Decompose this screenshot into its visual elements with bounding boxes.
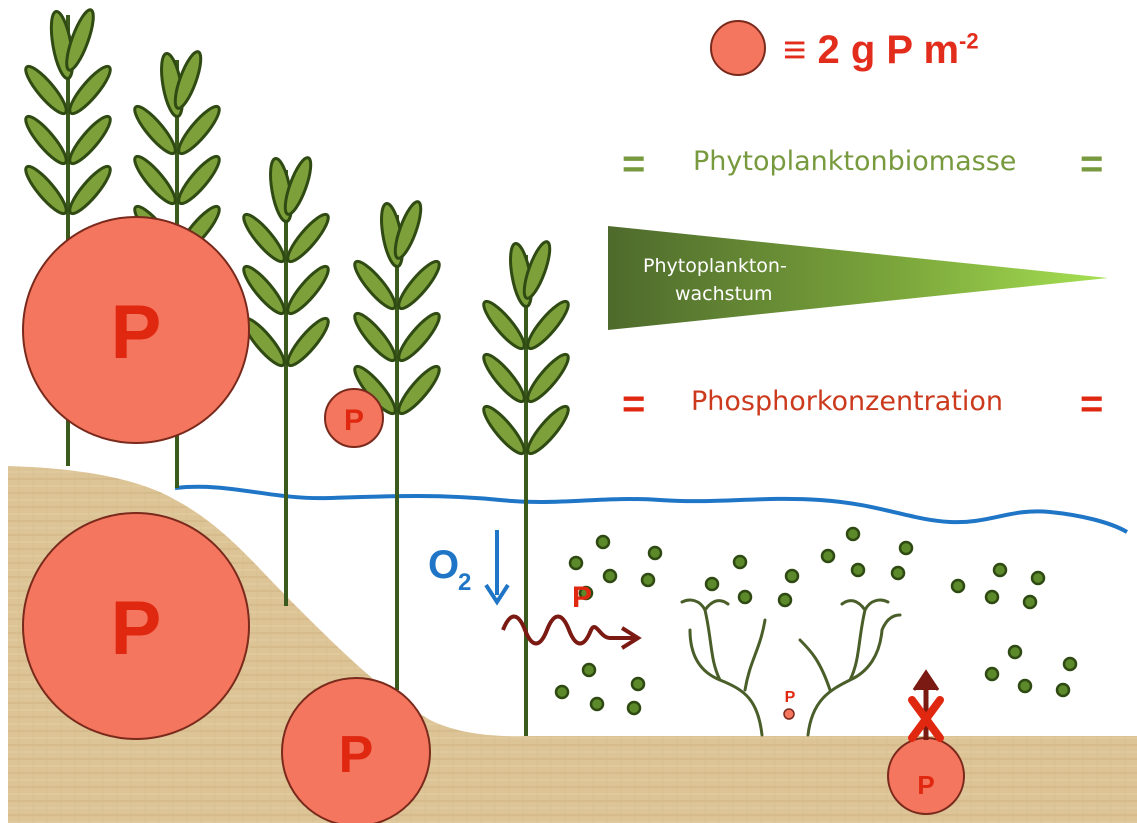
svg-text:O: O xyxy=(428,543,459,587)
legend-unit: g P m xyxy=(850,28,960,72)
phytoplankton-cells xyxy=(554,526,1078,716)
legend-value: 2 xyxy=(817,28,840,72)
algae-cell xyxy=(950,578,966,594)
x-cross-icon xyxy=(908,696,944,742)
algae-cell xyxy=(568,555,584,571)
algae-cell xyxy=(732,554,748,570)
biomass-right-sign: = xyxy=(1080,142,1104,186)
algae-cell xyxy=(626,700,642,716)
p-circle-bottom-right: P xyxy=(887,737,965,815)
algae-cell xyxy=(554,684,570,700)
phosphorus-right-sign: = xyxy=(1080,382,1104,426)
algae-cell xyxy=(595,534,611,550)
algae-cell xyxy=(640,572,656,588)
algae-cell xyxy=(1022,594,1038,610)
p-circle-large-sediment: P xyxy=(22,512,250,740)
svg-text:P: P xyxy=(785,689,796,706)
algae-cell xyxy=(850,562,866,578)
arrow-down-icon xyxy=(484,530,510,606)
algae-cell xyxy=(1055,682,1071,698)
algae-cell xyxy=(578,585,594,601)
oxygen-indicator: O 2 xyxy=(428,530,510,606)
submerged-plant xyxy=(680,598,902,737)
algae-cell xyxy=(1007,644,1023,660)
reed-plant xyxy=(477,240,575,736)
p-dot-tiny: P xyxy=(783,689,796,720)
growth-wedge xyxy=(608,226,1108,330)
algae-cell xyxy=(777,592,793,608)
svg-text:P: P xyxy=(111,586,162,671)
algae-cell xyxy=(1017,678,1033,694)
algae-cell xyxy=(992,562,1008,578)
algae-cell xyxy=(820,548,836,564)
algae-cell xyxy=(1062,656,1078,672)
algae-cell xyxy=(898,540,914,556)
reed-plant xyxy=(237,156,335,606)
svg-text:2: 2 xyxy=(458,569,471,596)
reed-plant xyxy=(128,50,226,488)
algae-cell xyxy=(630,676,646,692)
legend-scale-text: ≡ 2 g P m-2 xyxy=(783,28,979,73)
svg-text:P: P xyxy=(572,581,592,614)
legend-symbol: ≡ xyxy=(783,28,807,72)
growth-label: Phytoplankton- wachstum xyxy=(643,252,787,308)
phosphorus-label: Phosphorkonzentration xyxy=(691,386,1004,417)
phosphorus-left-sign: = xyxy=(622,382,646,426)
algae-cell xyxy=(784,568,800,584)
p-circle-small-water: P xyxy=(324,388,384,448)
legend-p-circle xyxy=(710,20,766,76)
reed-plants xyxy=(19,8,575,736)
algae-cell xyxy=(581,662,597,678)
algae-cell xyxy=(984,589,1000,605)
growth-label-line2: wachstum xyxy=(675,283,773,305)
algae-cell xyxy=(737,589,753,605)
algae-cell xyxy=(647,545,663,561)
p-circle-medium-sediment: P xyxy=(281,677,431,823)
svg-text:P: P xyxy=(111,290,162,375)
biomass-label: Phytoplanktonbiomasse xyxy=(693,146,1017,177)
growth-label-line1: Phytoplankton- xyxy=(643,255,787,277)
algae-cell xyxy=(1030,570,1046,586)
legend-unit-exponent: -2 xyxy=(959,28,979,54)
algae-cell xyxy=(704,576,720,592)
algae-cell xyxy=(845,526,861,542)
biomass-left-sign: = xyxy=(622,142,646,186)
wavy-arrow-icon xyxy=(501,614,642,650)
algae-cell xyxy=(984,666,1000,682)
algae-cell xyxy=(890,565,906,581)
algae-cell xyxy=(602,568,618,584)
svg-text:P: P xyxy=(344,404,364,437)
blocked-release xyxy=(908,669,944,742)
reed-plant xyxy=(348,200,446,690)
phosphorus-release: P xyxy=(501,581,642,650)
p-circle-large-top: P xyxy=(22,216,250,444)
algae-cell xyxy=(589,696,605,712)
svg-text:P: P xyxy=(917,770,934,800)
svg-text:P: P xyxy=(339,726,374,784)
water-surface xyxy=(174,484,1129,534)
